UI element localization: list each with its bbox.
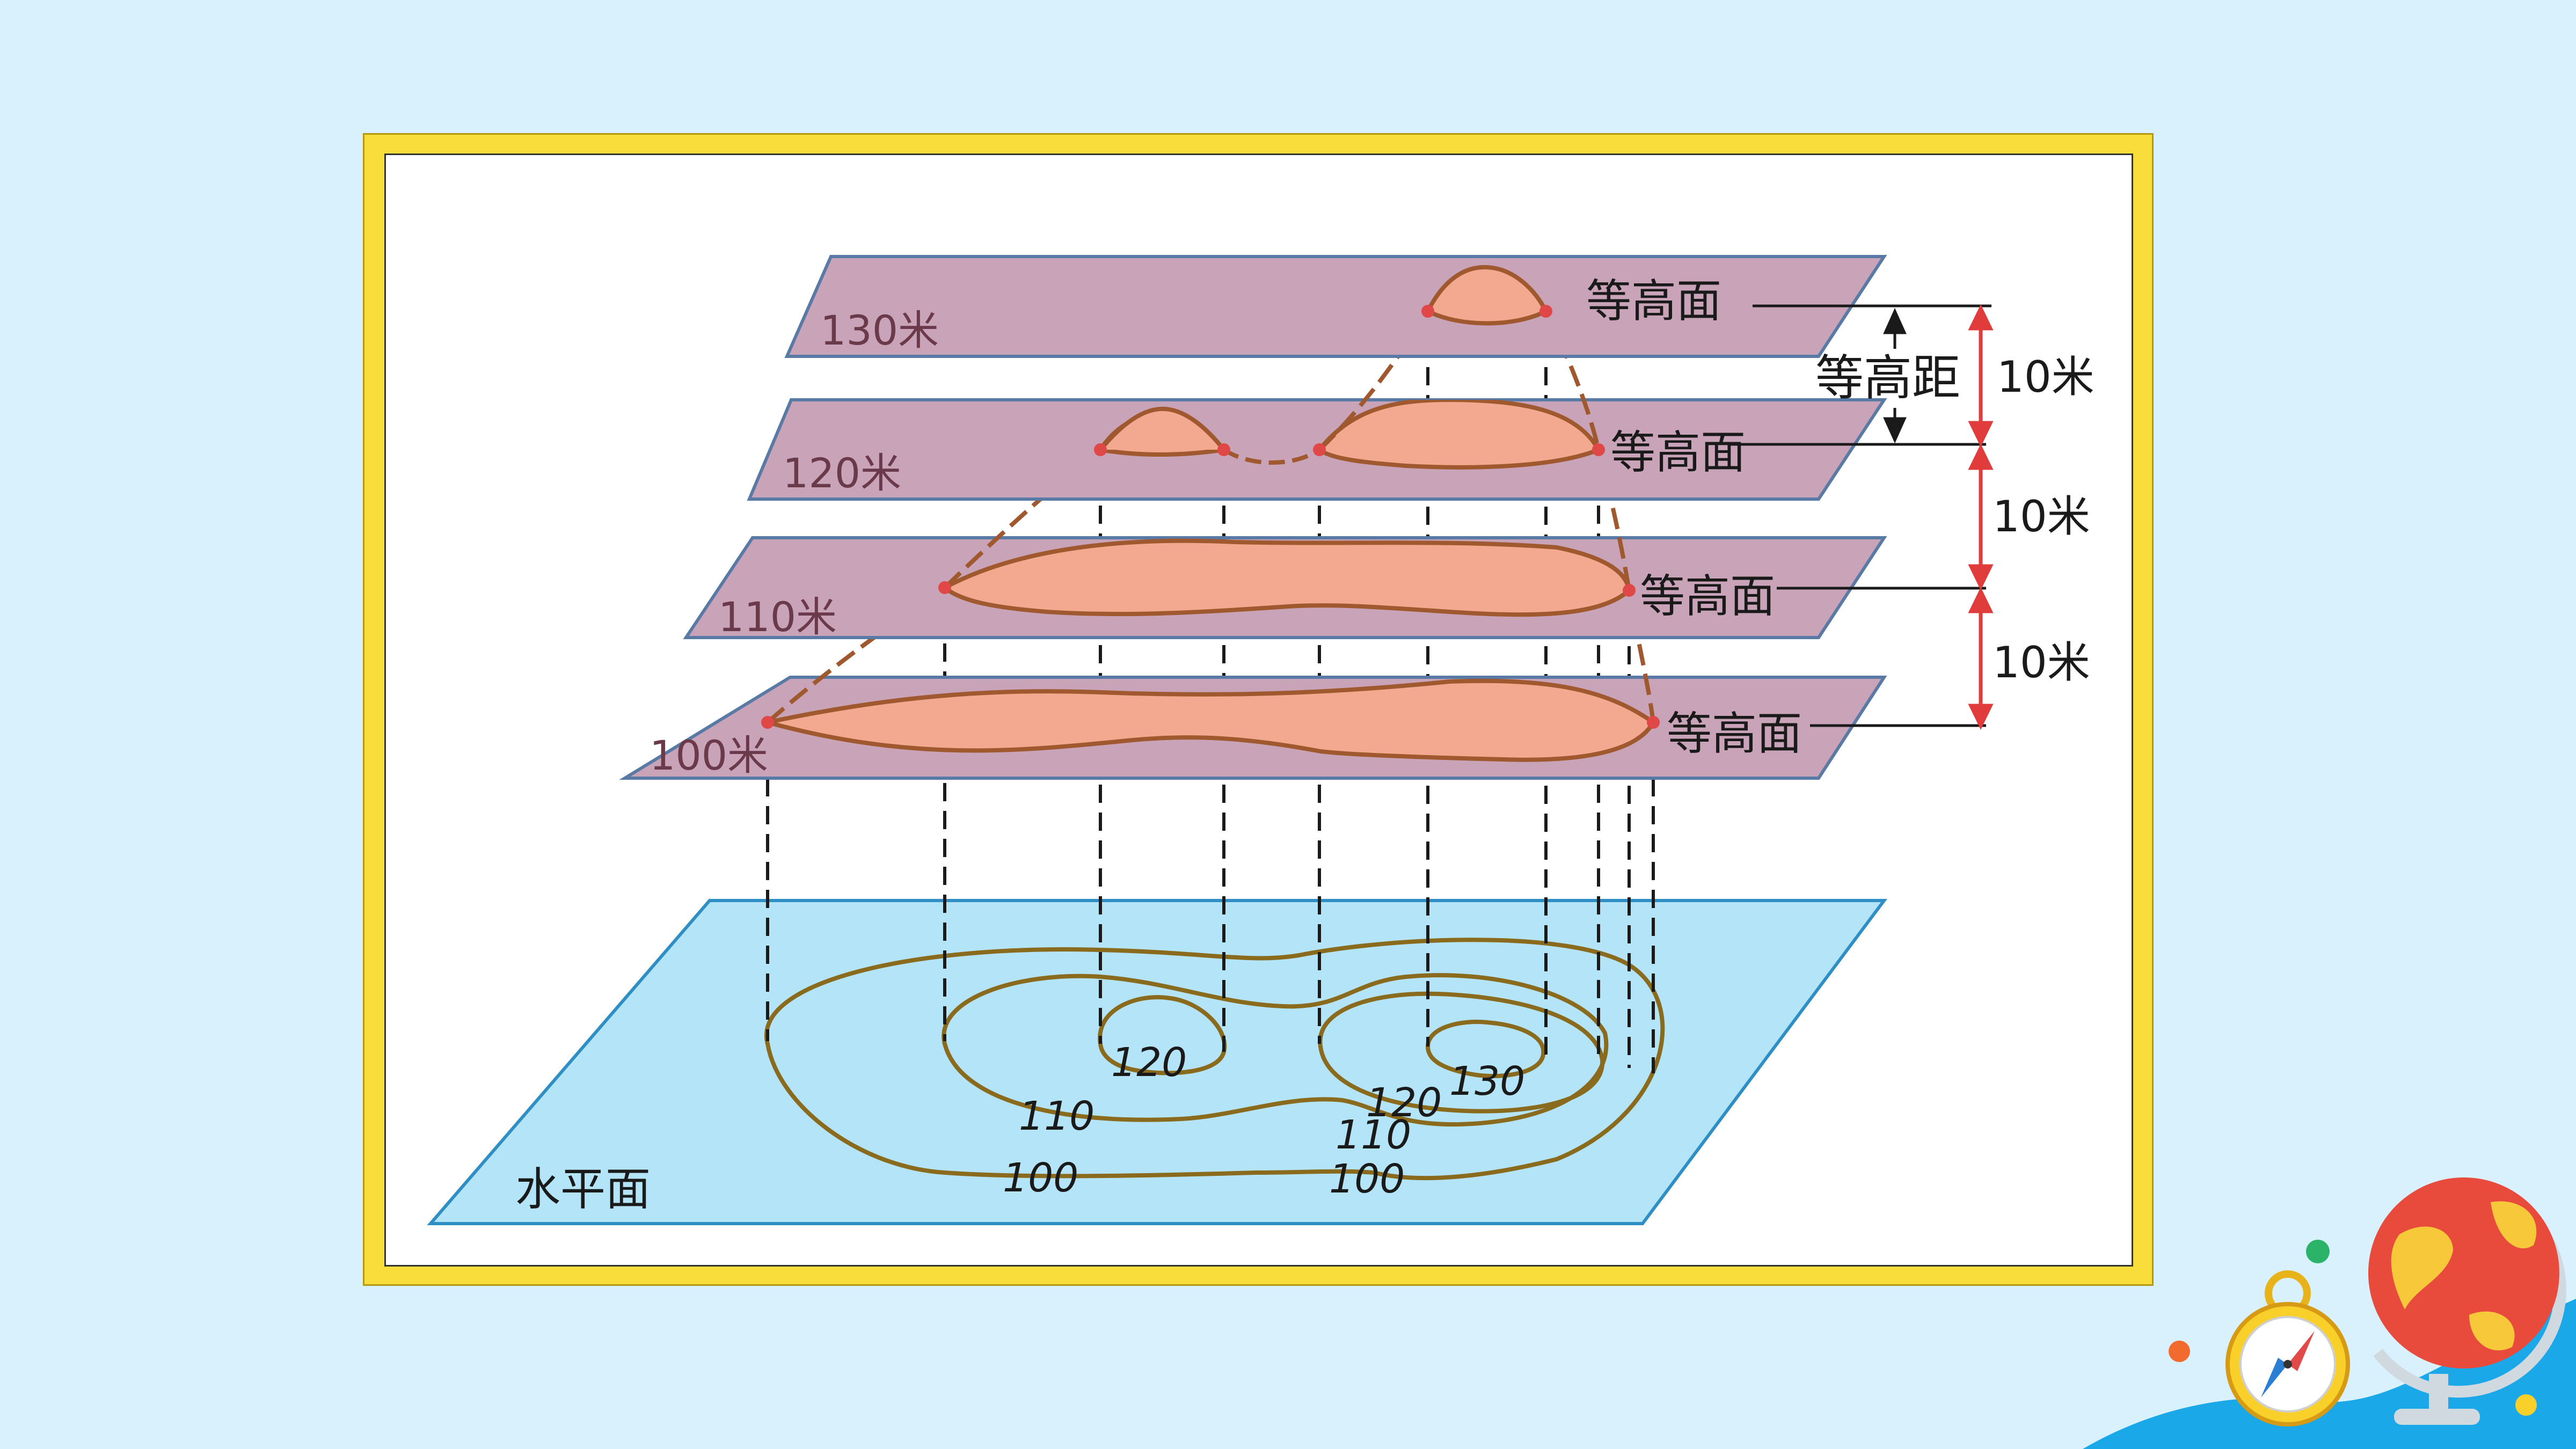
elevation-label-130: 130米 bbox=[820, 306, 939, 354]
interval-value-3: 10米 bbox=[1993, 638, 2090, 687]
summit bbox=[1425, 265, 1549, 326]
contour-100 bbox=[764, 938, 1665, 1181]
intersection-points bbox=[761, 305, 1660, 729]
contour-120-right bbox=[1318, 991, 1605, 1114]
interval-value-1: 10米 bbox=[1997, 352, 2095, 402]
surface-label-110: 等高面 bbox=[1640, 570, 1775, 623]
interval-label: 等高距 bbox=[1815, 350, 1960, 406]
elevation-label-110: 110米 bbox=[718, 593, 837, 641]
contour-value-110-left: 110 bbox=[1019, 1093, 1094, 1139]
contour-value-100-right: 100 bbox=[1329, 1156, 1405, 1202]
contour-value-110-right: 110 bbox=[1336, 1112, 1411, 1158]
plane-130 bbox=[784, 255, 1887, 358]
contour-value-130: 130 bbox=[1449, 1058, 1525, 1104]
contour-value-120-right: 120 bbox=[1366, 1080, 1442, 1126]
horizontal-plane-label: 水平面 bbox=[515, 1163, 651, 1216]
interval-value-2: 10米 bbox=[1993, 492, 2090, 541]
mountain-slice-100 bbox=[767, 678, 1656, 762]
contour-value-100-left: 100 bbox=[1003, 1155, 1078, 1201]
compass-icon bbox=[2225, 1270, 2350, 1426]
globe-icon bbox=[2368, 1177, 2566, 1425]
decor-dot-orange bbox=[2169, 1341, 2190, 1362]
mountain-slice-110 bbox=[940, 538, 1632, 617]
horizontal-plane bbox=[427, 899, 1887, 1225]
elevation-label-120: 120米 bbox=[783, 449, 901, 497]
decor-dot-yellow bbox=[2515, 1394, 2537, 1416]
elevation-label-100: 100米 bbox=[650, 731, 768, 779]
contour-130 bbox=[1425, 1020, 1546, 1079]
contour-value-120-left: 120 bbox=[1111, 1040, 1187, 1086]
surface-label-130: 等高面 bbox=[1586, 275, 1721, 327]
interval-arrow bbox=[1883, 308, 1907, 444]
saddle-line bbox=[1222, 448, 1321, 465]
surface-label-120: 等高面 bbox=[1610, 426, 1746, 479]
decor-dot-green bbox=[2306, 1240, 2330, 1263]
contour-110 bbox=[942, 973, 1609, 1127]
surface-label-100: 等高面 bbox=[1667, 707, 1802, 760]
left-peak bbox=[1098, 406, 1226, 451]
height-arrows bbox=[1968, 304, 1994, 730]
